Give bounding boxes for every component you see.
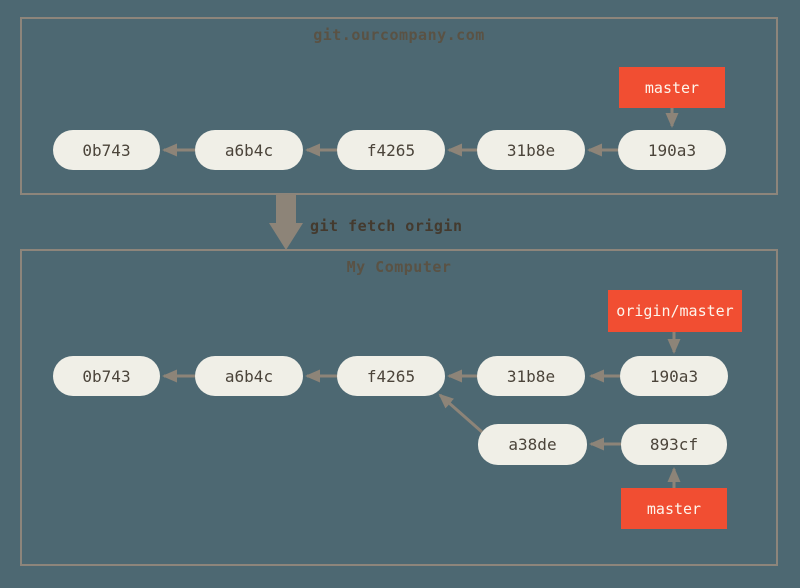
commit-node-remote-190a3: 190a3 bbox=[618, 130, 726, 170]
commit-node-local-a38de: a38de bbox=[478, 424, 587, 465]
fetch-arrow bbox=[269, 194, 303, 250]
remote-master-branch-label: master bbox=[619, 67, 725, 108]
commit-node-remote-f4265: f4265 bbox=[337, 130, 445, 170]
commit-node-local-31b8e: 31b8e bbox=[477, 356, 585, 396]
commit-node-local-893cf: 893cf bbox=[621, 424, 727, 465]
local-repo-title: My Computer bbox=[346, 258, 452, 276]
local-master-branch-label: master bbox=[621, 488, 727, 529]
commit-node-remote-31b8e: 31b8e bbox=[477, 130, 585, 170]
commit-node-remote-a6b4c: a6b4c bbox=[195, 130, 303, 170]
origin-master-branch-label: origin/master bbox=[608, 290, 742, 332]
commit-node-remote-0b743: 0b743 bbox=[53, 130, 160, 170]
fetch-command-label: git fetch origin bbox=[310, 217, 463, 235]
commit-node-local-a6b4c: a6b4c bbox=[195, 356, 303, 396]
remote-repo-box: git.ourcompany.com bbox=[20, 17, 778, 195]
commit-node-local-190a3: 190a3 bbox=[620, 356, 728, 396]
local-repo-box: My Computer bbox=[20, 249, 778, 566]
commit-node-local-f4265: f4265 bbox=[337, 356, 445, 396]
remote-repo-title: git.ourcompany.com bbox=[313, 26, 485, 44]
commit-node-local-0b743: 0b743 bbox=[53, 356, 160, 396]
